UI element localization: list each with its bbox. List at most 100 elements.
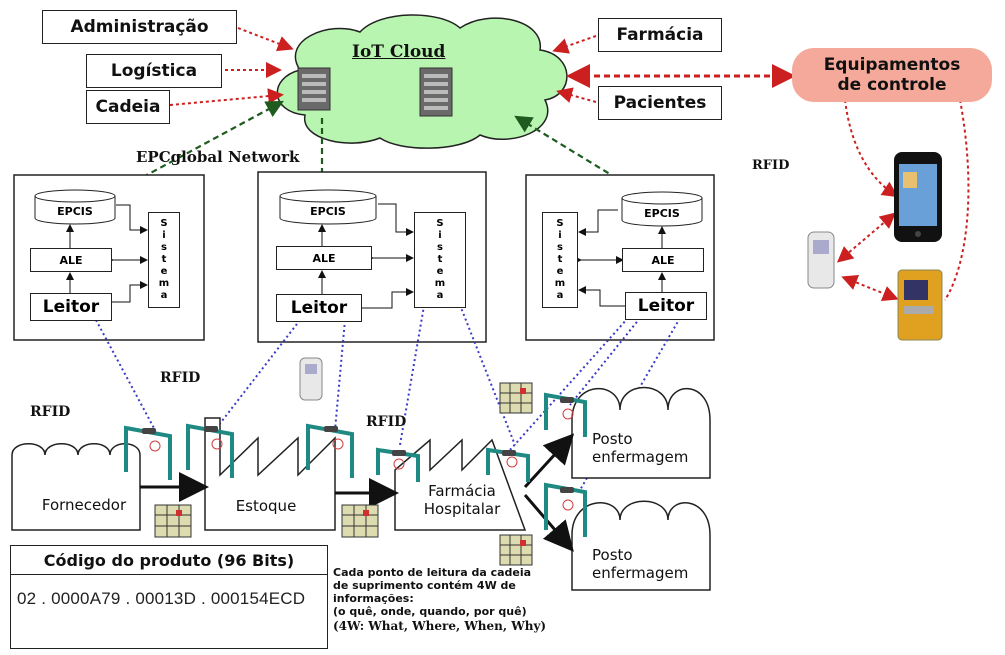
- sistema-letter: a: [556, 290, 564, 301]
- sistema-letter: t: [557, 254, 563, 265]
- posto2-line-2: enfermagem: [592, 564, 689, 582]
- epcis-cylinder-3: [621, 191, 703, 227]
- node-fornecedor: Fornecedor: [41, 496, 127, 514]
- ale-box-3: ALE: [622, 248, 704, 272]
- fornecedor-building: [11, 443, 141, 531]
- estoque-building: [204, 417, 336, 531]
- arrow-administracao-cloud: [237, 27, 294, 52]
- arrow-equip-kiosk: [944, 99, 970, 301]
- farmacia-line-1: Farmácia: [428, 482, 496, 500]
- leitor-box-1: Leitor: [30, 293, 112, 321]
- pallet-crate-icon: [499, 534, 533, 566]
- leitor-box-3: Leitor: [625, 292, 707, 320]
- posto-building-2: [571, 500, 711, 591]
- rfid-link: [214, 319, 301, 431]
- node-posto-1: Posto enfermagem: [592, 430, 688, 466]
- smartphone-icon: [894, 152, 942, 242]
- note-line-1: Cada ponto de leitura da cadeia: [333, 566, 532, 579]
- rfid-link: [95, 319, 156, 431]
- actor-pacientes: Pacientes: [598, 86, 722, 120]
- rfid-link: [569, 317, 641, 406]
- sistema-letter: s: [161, 242, 167, 253]
- rfid-tag-icon: [332, 438, 344, 450]
- rfid-tag-icon: [562, 408, 574, 420]
- sistema-letter: i: [162, 230, 166, 241]
- note-line-3: informações:: [333, 592, 414, 605]
- epcis-cylinder-2: [279, 189, 377, 225]
- sistema-letter: t: [161, 254, 167, 265]
- control-equipment-label: Equipamentos de controle: [792, 48, 992, 102]
- rfid-tag-icon: [211, 438, 223, 450]
- product-code-title: Código do produto (96 Bits): [11, 546, 327, 575]
- actor-administracao: Administração: [42, 10, 237, 44]
- leitor-box-2: Leitor: [276, 294, 362, 322]
- arrow-device-phone: [836, 212, 897, 263]
- farmacia-building: [394, 438, 527, 531]
- info-note: Cada ponto de leitura da cadeia de supri…: [333, 566, 583, 633]
- sistema-letter: a: [436, 290, 444, 301]
- rfid-label: RFID: [366, 414, 407, 430]
- arrow-device-kiosk: [841, 275, 899, 301]
- epcis-cylinder-1: [34, 189, 116, 225]
- cloud-title: IoT Cloud: [352, 42, 446, 62]
- node-posto-2: Posto enfermagem: [592, 546, 688, 582]
- sistema-letter: i: [438, 230, 442, 241]
- arrow-farmacia-cloud: [552, 35, 597, 54]
- rfid-tag-icon: [149, 440, 161, 452]
- note-line-2: de suprimento contém 4W de: [333, 579, 516, 592]
- rfid-tag-icon: [562, 499, 574, 511]
- rfid-label: RFID: [160, 370, 201, 386]
- posto-building-1: [571, 386, 711, 479]
- pallet-crate-icon: [499, 382, 533, 414]
- node-farmacia: Farmácia Hospitalar: [402, 482, 522, 518]
- handheld-reader-icon: [299, 357, 323, 401]
- sistema-letter: S: [160, 218, 168, 229]
- sistema-letter: S: [436, 218, 444, 229]
- sistema-letter: s: [437, 242, 443, 253]
- rfid-label: RFID: [30, 404, 71, 420]
- sistema-letter: m: [434, 278, 446, 289]
- rfid-link: [334, 319, 346, 431]
- epcis-label-1: EPCIS: [57, 204, 93, 218]
- control-line-2: de controle: [837, 75, 947, 95]
- network-label: EPCglobal Network: [136, 148, 300, 166]
- note-line-4: (o quê, onde, quando, por quê): [333, 605, 527, 618]
- epcis-label-2: EPCIS: [310, 204, 346, 218]
- sistema-letter: t: [437, 254, 443, 265]
- cloud-server-icon: [297, 67, 331, 111]
- actor-farmacia: Farmácia: [598, 18, 722, 52]
- product-code-panel: Código do produto (96 Bits) 02 . 0000A79…: [10, 545, 328, 649]
- actor-logistica: Logística: [86, 54, 222, 88]
- rfid-label: RFID: [752, 158, 790, 173]
- node-estoque: Estoque: [235, 497, 297, 515]
- actor-cadeia: Cadeia: [86, 90, 170, 124]
- ale-box-1: ALE: [30, 248, 112, 272]
- farmacia-line-2: Hospitalar: [423, 500, 501, 518]
- control-line-1: Equipamentos: [823, 55, 961, 75]
- pallet-crate-icon: [154, 504, 192, 538]
- sistema-letter: a: [160, 290, 168, 301]
- posto1-line-2: enfermagem: [592, 448, 689, 466]
- handheld-reader-icon: [807, 231, 835, 289]
- sistema-letter: s: [557, 242, 563, 253]
- flow-arrow: [523, 433, 575, 489]
- rfid-tag-icon: [506, 456, 518, 468]
- pallet-crate-icon: [341, 504, 379, 538]
- rfid-tag-icon: [393, 458, 405, 470]
- sistema-letter: e: [160, 266, 168, 277]
- sistema-letter: e: [436, 266, 444, 277]
- sistema-letter: m: [158, 278, 170, 289]
- sistema-letter: m: [554, 278, 566, 289]
- arrow-equip-phone: [844, 99, 899, 198]
- rfid-link: [457, 299, 516, 446]
- cloud-server-icon: [419, 67, 453, 117]
- ale-box-2: ALE: [276, 246, 372, 270]
- sistema-letter: S: [556, 218, 564, 229]
- posto1-line-1: Posto: [592, 430, 633, 448]
- note-line-5: (4W: What, Where, When, Why): [333, 619, 547, 633]
- epcis-label-3: EPCIS: [644, 206, 680, 220]
